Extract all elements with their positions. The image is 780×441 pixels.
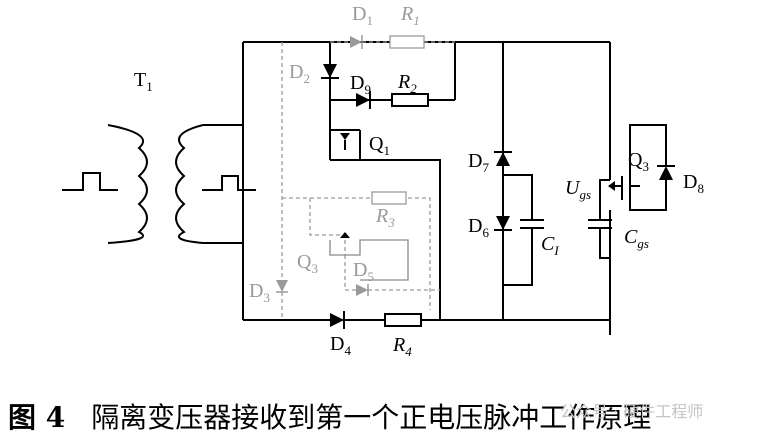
secondary-pulse-waveform [202, 175, 256, 191]
q3-gray-label: Q3 [297, 251, 318, 276]
input-pulse-waveform [62, 172, 118, 191]
d8-label: D8 [683, 171, 704, 196]
diode-d7 [494, 151, 512, 166]
watermark: 公众号 · 硬件工程师 [560, 402, 704, 421]
resistor-r4 [384, 313, 422, 327]
figure-title: 隔离变压器接收到第一个正电压脉冲工作原理 [91, 401, 652, 434]
q1-label: Q1 [369, 133, 390, 158]
main-wiring [242, 41, 611, 335]
diode-d4 [330, 311, 345, 329]
diode-d9 [356, 91, 392, 109]
figure-caption: 图 4 隔离变压器接收到第一个正电压脉冲工作原理 [8, 396, 778, 436]
mosfet-q3 [608, 124, 667, 211]
d3-label: D3 [249, 280, 270, 305]
d6-label: D6 [468, 215, 489, 240]
t1-label: T1 [134, 69, 153, 94]
cgs-label: Cgs [624, 226, 649, 251]
d7-label: D7 [468, 150, 489, 175]
diode-d8 [657, 165, 675, 180]
figure-number: 图 4 [8, 401, 66, 434]
d2-label: D2 [289, 61, 310, 86]
diode-d2 [321, 64, 339, 79]
q3-label: Q3 [628, 149, 649, 174]
transformer-t1 [107, 124, 243, 244]
d1-label: D1 [352, 3, 373, 28]
diode-d6 [494, 216, 512, 231]
c1-label: CI [541, 233, 559, 258]
ugs-label: Ugs [565, 177, 591, 202]
r1-label: R1 [400, 3, 420, 28]
inactive-branch [276, 35, 455, 320]
d9-label: D9 [350, 72, 371, 97]
d5-label: D5 [353, 259, 374, 284]
capacitor-c1 [503, 174, 544, 286]
d4-label: D4 [330, 333, 351, 358]
r2-label: R2 [397, 71, 417, 96]
r3-label: R3 [375, 205, 395, 230]
transistor-q1 [329, 129, 361, 161]
r4-label: R4 [392, 334, 412, 359]
resistor-r2 [391, 93, 429, 107]
capacitor-cgs [588, 179, 612, 259]
